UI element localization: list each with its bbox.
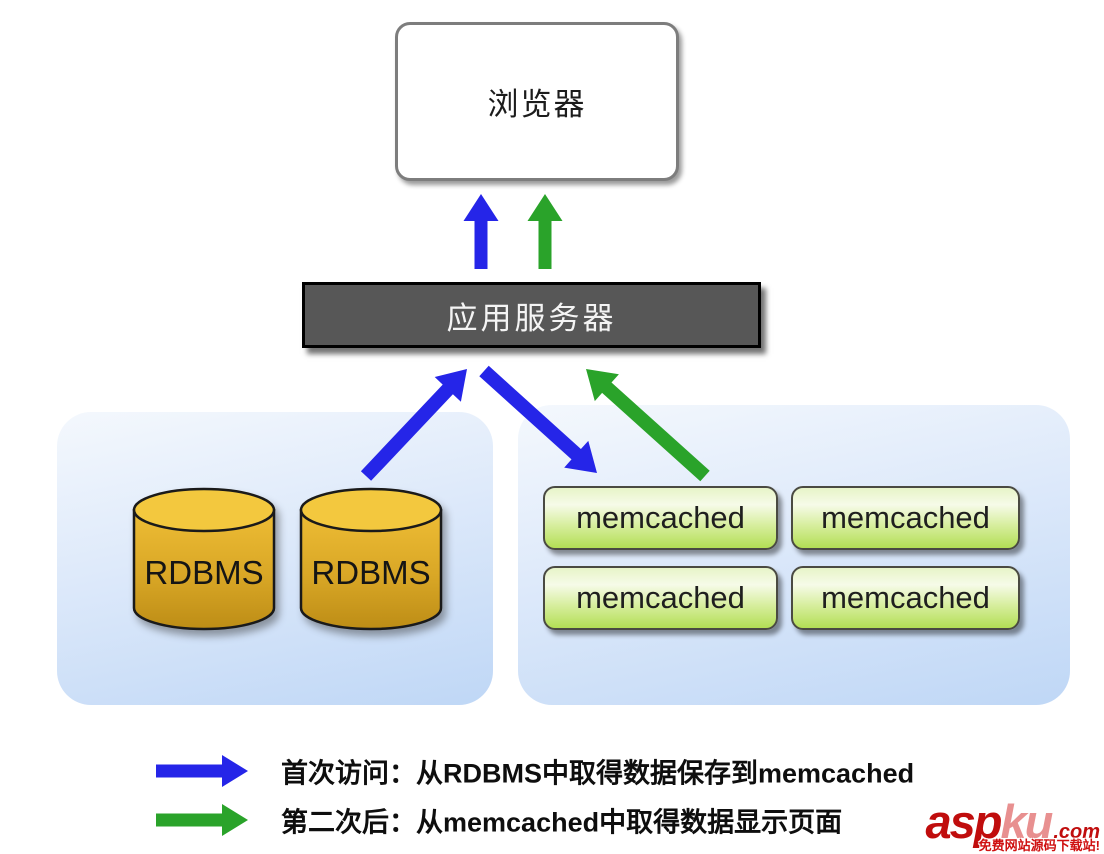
memcached-label: memcached — [821, 580, 990, 615]
memcached-node: memcached — [543, 486, 778, 550]
app-server-label: 应用服务器 — [446, 300, 617, 336]
memcached-node: memcached — [791, 486, 1020, 550]
watermark-brand: asp ku .com — [925, 798, 1100, 845]
rdbms-label: RDBMS — [144, 554, 263, 591]
rdbms-cylinder-icon: RDBMS — [299, 487, 443, 631]
rdbms-cylinder-icon: RDBMS — [132, 487, 276, 631]
memcached-node: memcached — [543, 566, 778, 630]
arrow-app-to-browser-second-icon — [527, 194, 563, 269]
memcached-node: memcached — [791, 566, 1020, 630]
memcached-label: memcached — [576, 580, 745, 615]
watermark-tagline: 免费网站源码下载站! — [978, 838, 1100, 853]
watermark-tld: .com — [1053, 821, 1100, 843]
arrow-app-to-browser-first-icon — [463, 194, 499, 269]
watermark-asp: asp — [925, 795, 1002, 848]
watermark-ku: ku — [1000, 795, 1053, 848]
browser-label: 浏览器 — [487, 87, 587, 122]
rdbms-label: RDBMS — [311, 554, 430, 591]
watermark: asp ku .com 免费网站源码下载站! — [925, 798, 1100, 852]
memcached-pool-panel — [518, 405, 1070, 705]
memcached-label: memcached — [576, 500, 745, 535]
legend-first-access-label: 首次访问：从RDBMS中取得数据保存到memcached — [281, 758, 915, 789]
legend-second-access-label: 第二次后：从memcached中取得数据显示页面 — [281, 807, 843, 838]
browser-node: 浏览器 — [395, 22, 679, 181]
legend-first-access-arrow-icon — [156, 755, 248, 787]
memcached-label: memcached — [821, 500, 990, 535]
app-server-node: 应用服务器 — [302, 282, 761, 348]
legend-second-access-arrow-icon — [156, 804, 248, 836]
